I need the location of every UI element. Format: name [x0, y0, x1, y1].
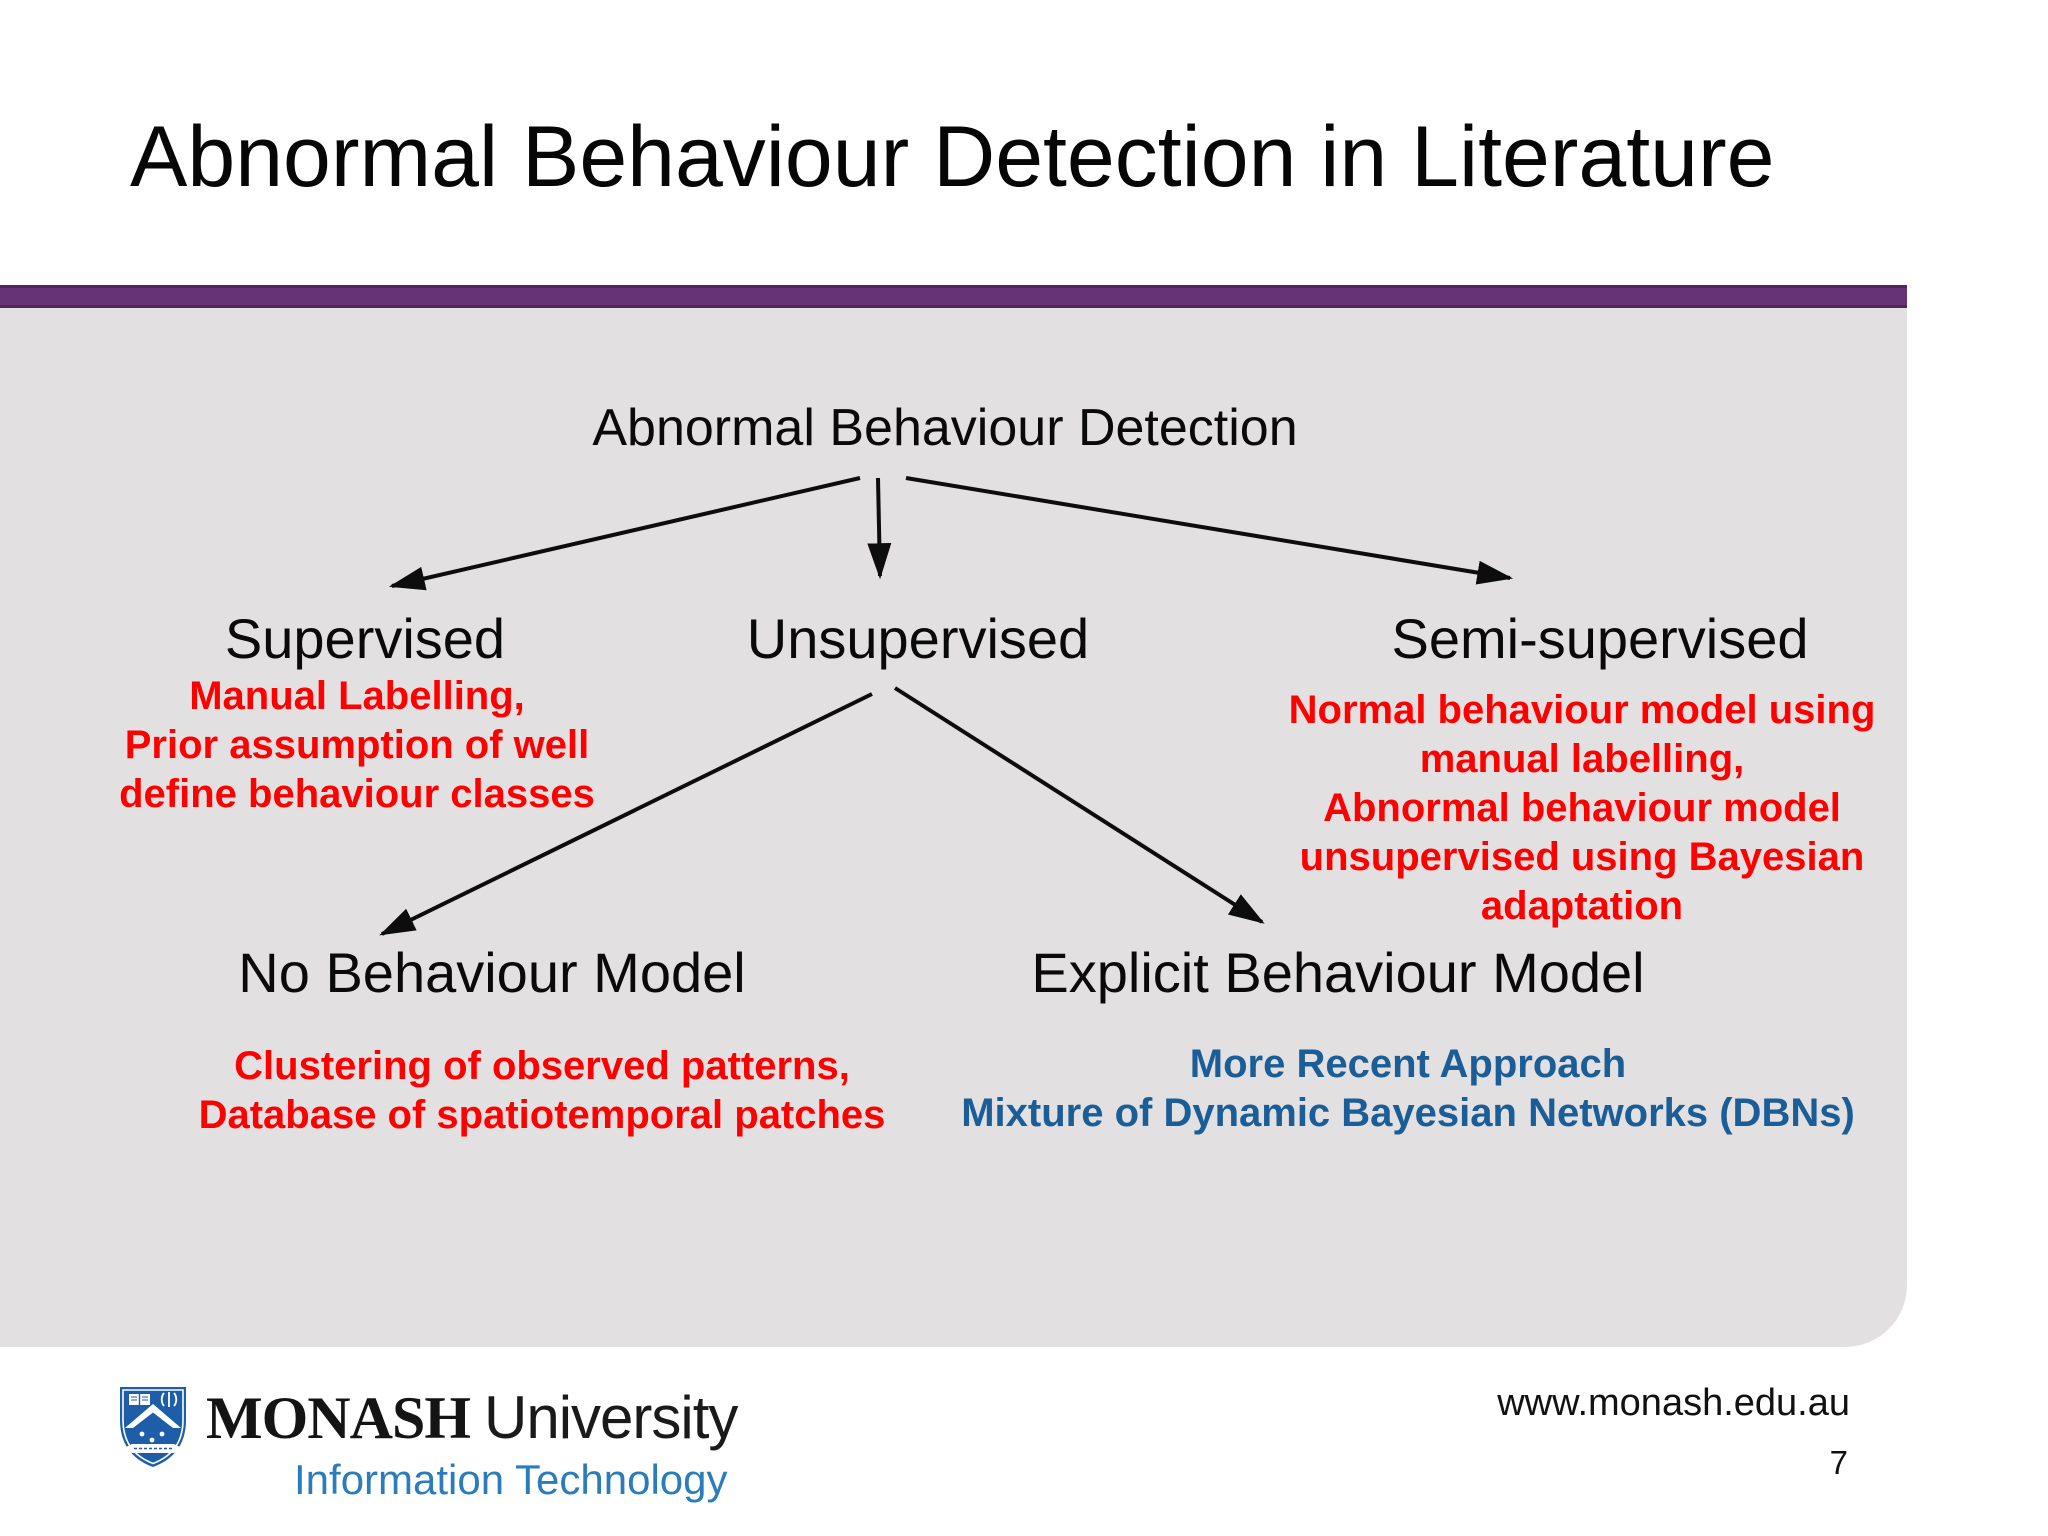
note-line: Mixture of Dynamic Bayesian Networks (DB…	[961, 1091, 1855, 1135]
note-explicit-behaviour-model: More Recent Approach Mixture of Dynamic …	[961, 1040, 1855, 1138]
university-wordmark: University	[484, 1384, 738, 1451]
node-root: Abnormal Behaviour Detection	[592, 399, 1298, 457]
node-no-behaviour-model: No Behaviour Model	[238, 941, 746, 1004]
note-line: adaptation	[1480, 884, 1684, 928]
node-supervised: Supervised	[224, 607, 506, 670]
monash-logo: MONASH University Information Technology	[118, 1384, 818, 1514]
monash-wordmark: MONASH	[206, 1385, 471, 1451]
note-line: Normal behaviour model using	[1288, 688, 1876, 732]
note-line: manual labelling,	[1419, 737, 1745, 781]
note-line: Prior assumption of well	[124, 723, 590, 767]
note-line: More Recent Approach	[1189, 1042, 1627, 1086]
note-line: Clustering of observed patterns,	[234, 1044, 850, 1088]
node-unsupervised: Unsupervised	[746, 607, 1090, 670]
note-no-behaviour-model: Clustering of observed patterns, Databas…	[199, 1042, 886, 1140]
note-line: Manual Labelling,	[189, 674, 525, 718]
note-supervised: Manual Labelling, Prior assumption of we…	[119, 672, 595, 819]
note-line: Database of spatiotemporal patches	[198, 1093, 886, 1137]
banner-ribbon	[124, 1444, 182, 1453]
emblem-glyph	[160, 1392, 178, 1407]
note-semi-supervised: Normal behaviour model using manual labe…	[1289, 686, 1876, 931]
accent-bar	[0, 285, 1907, 308]
note-line: define behaviour classes	[119, 772, 595, 816]
slide-title: Abnormal Behaviour Detection in Literatu…	[130, 109, 1775, 205]
monash-shield-icon	[120, 1387, 186, 1467]
page-number: 7	[1829, 1444, 1848, 1481]
node-explicit-behaviour-model: Explicit Behaviour Model	[1031, 941, 1645, 1004]
footer-url: www.monash.edu.au	[1497, 1382, 1850, 1424]
node-semi-supervised: Semi-supervised	[1391, 607, 1809, 670]
note-line: Abnormal behaviour model	[1323, 786, 1841, 830]
department-label: Information Technology	[294, 1456, 728, 1503]
note-line: unsupervised using Bayesian	[1299, 835, 1865, 879]
book-glyph	[129, 1394, 150, 1405]
